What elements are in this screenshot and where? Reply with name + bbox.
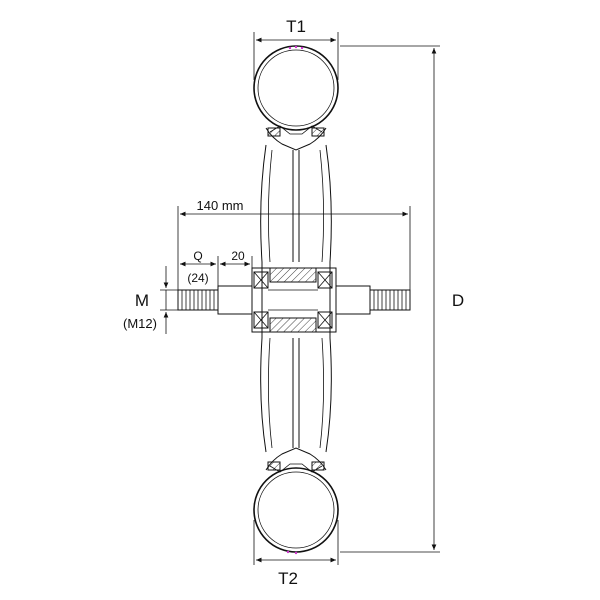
dimension-d: D [340, 45, 464, 553]
t1-label: T1 [286, 17, 306, 36]
wheel-disc [260, 144, 332, 453]
top-tire [253, 45, 339, 151]
m-size-label: (M12) [123, 316, 157, 331]
bottom-tire [253, 447, 339, 553]
twenty-label: 20 [231, 249, 245, 263]
length-label: 140 mm [197, 198, 244, 213]
dimension-m: M (M12) [123, 266, 178, 334]
dimension-t1: T1 [253, 17, 339, 80]
q-label: Q [193, 249, 202, 263]
m-label: M [135, 291, 149, 310]
hub [251, 267, 337, 333]
dimension-t2: T2 [253, 520, 339, 588]
dimension-140mm: 140 mm [177, 198, 411, 290]
dimension-q: Q (24) [180, 249, 219, 286]
dimension-20: 20 [220, 249, 253, 268]
q-size-label: (24) [187, 271, 208, 285]
t2-label: T2 [278, 569, 298, 588]
d-label: D [452, 291, 464, 310]
axle [177, 285, 411, 315]
tire-marks [286, 45, 304, 555]
